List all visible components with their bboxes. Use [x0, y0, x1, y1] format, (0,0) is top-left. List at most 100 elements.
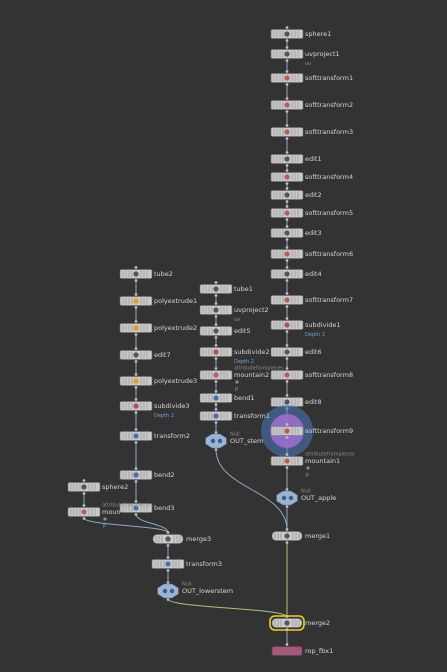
input-port[interactable]: [214, 408, 218, 411]
node-softtransform6[interactable]: softtransform6: [270, 246, 353, 262]
input-port[interactable]: [285, 46, 289, 49]
output-port[interactable]: [285, 259, 289, 262]
input-port[interactable]: [214, 367, 218, 370]
output-port[interactable]: [134, 441, 138, 444]
input-port[interactable]: [214, 390, 218, 393]
input-port[interactable]: [82, 504, 86, 507]
node-sphere1[interactable]: sphere1: [270, 26, 331, 42]
input-port[interactable]: [285, 266, 289, 269]
output-port[interactable]: [285, 182, 289, 185]
node-softtransform3[interactable]: softtransform3: [270, 124, 353, 140]
input-port[interactable]: [285, 453, 289, 456]
input-port[interactable]: [134, 373, 138, 376]
output-port[interactable]: [214, 403, 218, 406]
input-port[interactable]: [214, 281, 218, 284]
node-softtransform5[interactable]: softtransform5: [270, 205, 353, 221]
input-port[interactable]: [285, 169, 289, 172]
node-polyextrude2[interactable]: polyextrude2: [119, 320, 197, 336]
output-port[interactable]: [82, 492, 86, 495]
output-port[interactable]: [285, 505, 289, 508]
output-port[interactable]: [285, 200, 289, 203]
input-port[interactable]: [166, 556, 170, 559]
node-edit3[interactable]: edit3: [270, 225, 322, 241]
output-port[interactable]: [214, 448, 218, 451]
input-port[interactable]: [285, 151, 289, 154]
output-port[interactable]: [285, 137, 289, 140]
node-softtransform7[interactable]: softtransform7: [270, 292, 353, 308]
input-port[interactable]: [134, 293, 138, 296]
output-port[interactable]: [134, 333, 138, 336]
output-port[interactable]: [285, 59, 289, 62]
input-port[interactable]: [285, 205, 289, 208]
input-port[interactable]: [285, 292, 289, 295]
output-port[interactable]: [214, 315, 218, 318]
input-port[interactable]: [285, 488, 289, 491]
input-port[interactable]: [285, 394, 289, 397]
output-port[interactable]: [214, 336, 218, 339]
output-port[interactable]: [285, 541, 289, 544]
wire-OUT_stem-to-merge1[interactable]: [215, 448, 288, 531]
output-port[interactable]: [134, 513, 138, 516]
null-node-body[interactable]: [205, 433, 227, 449]
output-port[interactable]: [134, 360, 138, 363]
output-port[interactable]: [285, 83, 289, 86]
output-port[interactable]: [285, 357, 289, 360]
input-port[interactable]: [285, 97, 289, 100]
output-port[interactable]: [134, 480, 138, 483]
input-port[interactable]: [166, 581, 170, 584]
output-port[interactable]: [82, 517, 86, 520]
node-transform2[interactable]: transform2: [119, 428, 190, 444]
input-port[interactable]: [134, 266, 138, 269]
output-port[interactable]: [166, 569, 170, 572]
input-port[interactable]: [166, 531, 170, 534]
output-port[interactable]: [285, 164, 289, 167]
node-bend1[interactable]: bend1: [199, 390, 255, 406]
node-softtransform9[interactable]: softtransform9: [261, 405, 353, 457]
output-port[interactable]: [285, 218, 289, 221]
input-port[interactable]: [134, 347, 138, 350]
input-port[interactable]: [134, 428, 138, 431]
input-port[interactable]: [285, 124, 289, 127]
node-edit1[interactable]: edit1: [270, 151, 322, 167]
output-port[interactable]: [134, 386, 138, 389]
output-port[interactable]: [285, 305, 289, 308]
input-port[interactable]: [285, 70, 289, 73]
output-port[interactable]: [134, 411, 138, 414]
input-port[interactable]: [285, 344, 289, 347]
input-port[interactable]: [285, 367, 289, 370]
input-port[interactable]: [82, 479, 86, 482]
output-port[interactable]: [134, 279, 138, 282]
input-port[interactable]: [134, 320, 138, 323]
wire-OUT_lowerstem-to-merge2[interactable]: [167, 598, 288, 618]
input-port[interactable]: [285, 423, 289, 426]
input-port[interactable]: [214, 302, 218, 305]
input-port[interactable]: [285, 528, 289, 531]
output-port[interactable]: [285, 436, 289, 439]
wire-bend3-to-merge3[interactable]: [135, 513, 169, 534]
node-edit5[interactable]: edit5: [199, 323, 251, 339]
output-port[interactable]: [214, 357, 218, 360]
node-merge1[interactable]: merge1: [271, 528, 330, 544]
node-bend2[interactable]: bend2: [119, 467, 175, 483]
input-port[interactable]: [134, 500, 138, 503]
node-edit6[interactable]: edit6: [270, 344, 322, 360]
input-port[interactable]: [214, 323, 218, 326]
node-transform3[interactable]: transform3: [151, 556, 222, 572]
input-port[interactable]: [285, 225, 289, 228]
node-merge3[interactable]: merge3: [152, 531, 211, 547]
input-port[interactable]: [134, 467, 138, 470]
node-softtransform4[interactable]: softtransform4: [270, 169, 353, 185]
node-softtransform1[interactable]: softtransform1: [270, 70, 353, 86]
node-softtransform2[interactable]: softtransform2: [270, 97, 353, 113]
output-port[interactable]: [285, 330, 289, 333]
